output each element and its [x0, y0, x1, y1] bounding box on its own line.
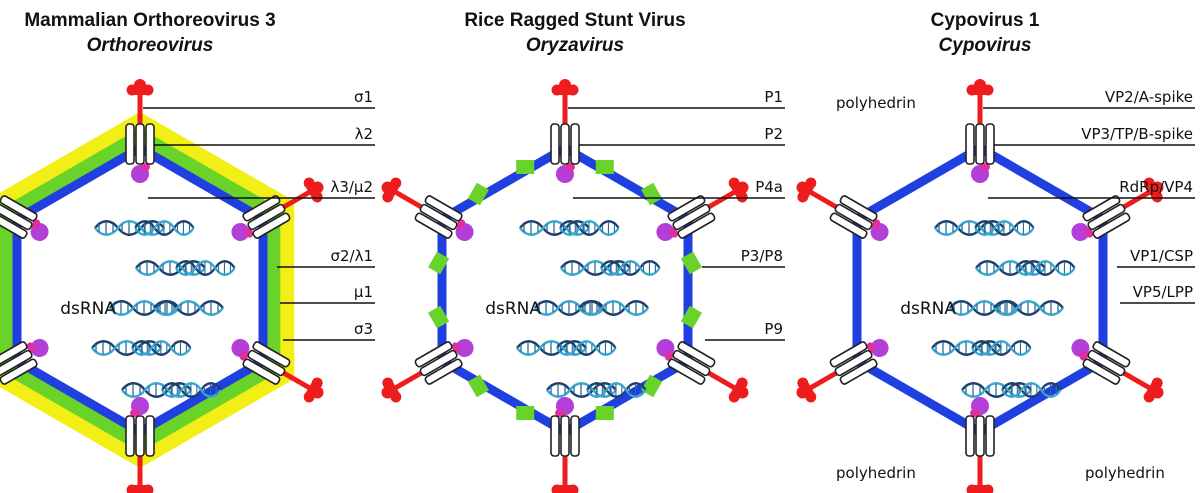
turret-icon [125, 415, 155, 457]
dsrna-label: dsRNA [60, 299, 116, 319]
protein-label: P4a [755, 178, 783, 196]
outer-protein-patch [595, 406, 614, 420]
panel-genus: Oryzavirus [526, 35, 624, 56]
polyhedrin-label: polyhedrin [1085, 464, 1165, 482]
capsid-core [445, 152, 685, 428]
panel-genus: Orthoreovirus [87, 35, 214, 56]
dsrna-label: dsRNA [900, 299, 956, 319]
outer-protein-patch [680, 305, 702, 329]
outer-protein-patch [641, 182, 663, 206]
turret-icon [965, 123, 995, 165]
protein-label: VP1/CSP [1130, 247, 1193, 265]
protein-label: σ2/λ1 [330, 247, 373, 265]
outer-protein-patch [428, 305, 450, 329]
spike-icon [375, 361, 429, 408]
spike-icon [701, 361, 755, 408]
protein-label: λ3/μ2 [330, 178, 373, 196]
panel-title: Mammalian Orthoreovirus 3 [24, 10, 275, 31]
spike-icon [701, 172, 755, 219]
turret-icon [550, 415, 580, 457]
outer-protein-patch [428, 251, 450, 275]
spike-icon [966, 79, 994, 124]
outer-protein-patch [680, 251, 702, 275]
spike-icon [1116, 361, 1170, 408]
turret-icon [550, 123, 580, 165]
dsrna-label: dsRNA [485, 299, 541, 319]
outer-protein-patch [595, 160, 614, 174]
protein-label: VP2/A-spike [1105, 88, 1193, 106]
panel-title: Cypovirus 1 [931, 10, 1040, 31]
protein-label: P1 [764, 88, 783, 106]
polyhedrin-label: polyhedrin [836, 94, 916, 112]
protein-label: P9 [764, 320, 783, 338]
capsid-core [860, 152, 1100, 428]
spike-icon [790, 361, 844, 408]
outer-protein-patch [516, 160, 535, 174]
spike-icon [790, 172, 844, 219]
panel-genus: Cypovirus [939, 35, 1032, 56]
capsid-core [20, 152, 260, 428]
outer-protein-patch [467, 182, 489, 206]
spike-icon [126, 79, 154, 124]
virus-panel-1: Mammalian Orthoreovirus 3 Orthoreovirus ds… [0, 10, 375, 493]
panel-title: Rice Ragged Stunt Virus [464, 10, 685, 31]
virus-panel-3: Cypovirus 1 Cypovirus dsRNA VP2/A-spikeVP3/… [790, 10, 1195, 493]
outer-protein-patch [516, 406, 535, 420]
spike-icon [375, 172, 429, 219]
protein-label: P2 [764, 125, 783, 143]
spike-icon [551, 79, 579, 124]
protein-label: σ3 [354, 320, 373, 338]
protein-label: RdRp/VP4 [1119, 178, 1193, 196]
outer-protein-patch [641, 374, 663, 398]
spike-icon [966, 456, 994, 493]
protein-label: VP3/TP/B-spike [1081, 125, 1193, 143]
turret-icon [965, 415, 995, 457]
turret-icon [125, 123, 155, 165]
outer-protein-patch [467, 374, 489, 398]
protein-label: λ2 [355, 125, 373, 143]
spike-icon [551, 456, 579, 493]
protein-label: σ1 [354, 88, 373, 106]
protein-label: VP5/LPP [1133, 283, 1193, 301]
protein-label: μ1 [354, 283, 373, 301]
protein-label: P3/P8 [741, 247, 783, 265]
polyhedrin-label: polyhedrin [836, 464, 916, 482]
